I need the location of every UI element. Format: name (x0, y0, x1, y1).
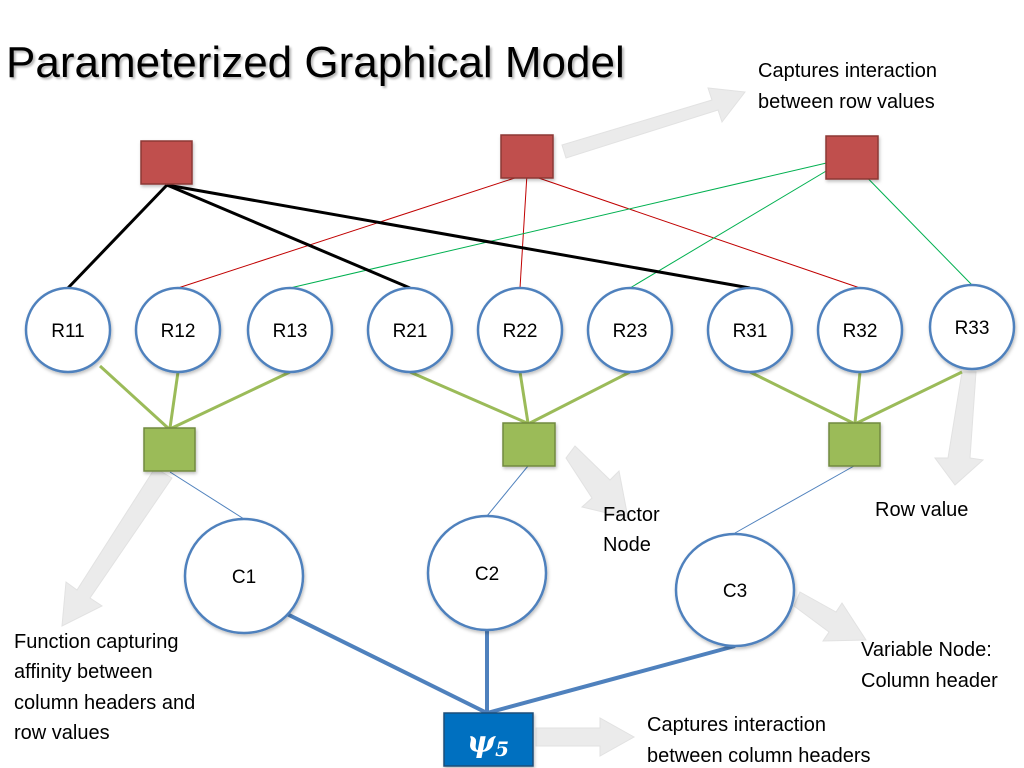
affinity-factors (143, 422, 881, 472)
column-node-label: C2 (475, 564, 499, 585)
column-node-c2: C2 (426, 514, 548, 632)
annotations: Captures interaction between row values … (14, 60, 998, 767)
row-node-label: R21 (393, 321, 428, 342)
row-node-r11: R11 (24, 286, 112, 374)
row-interaction-edges-black (66, 183, 751, 290)
page-title: Parameterized Graphical Model (6, 38, 625, 87)
column-interaction-edges (286, 612, 736, 715)
row-node-r22: R22 (476, 286, 564, 374)
row-factor-node (825, 135, 879, 180)
row-node-r32: R32 (816, 286, 904, 374)
affinity-to-column-edges (169, 465, 855, 534)
column-node-label: C3 (723, 581, 747, 602)
psi-factor-node: ψ5 (443, 712, 534, 767)
row-factor-node (500, 134, 554, 179)
row-node-label: R23 (613, 321, 648, 342)
annotation-affinity-function: Function capturing affinity between colu… (14, 631, 201, 744)
affinity-factor-node (502, 422, 556, 467)
row-node-r21: R21 (366, 286, 454, 374)
row-node-r12: R12 (134, 286, 222, 374)
arrow-row-interaction (561, 87, 746, 159)
row-node-label: R11 (51, 321, 84, 342)
row-node-label: R13 (273, 321, 308, 342)
annotation-row-value: Row value (875, 499, 968, 521)
row-node-r33: R33 (928, 283, 1016, 371)
column-header-nodes: C1 C2 C3 (183, 514, 796, 648)
row-interaction-edges-red (177, 173, 861, 289)
arrow-variable-node (793, 591, 867, 642)
annotation-row-interaction: Captures interaction between row values (758, 60, 943, 113)
psi-subscript: 5 (495, 737, 509, 761)
row-interaction-factors (140, 134, 879, 185)
row-node-r23: R23 (586, 286, 674, 374)
column-node-label: C1 (232, 567, 256, 588)
annotation-column-interaction: Captures interaction between column head… (647, 714, 870, 767)
row-node-r13: R13 (246, 286, 334, 374)
row-node-label: R32 (843, 321, 878, 342)
row-node-label: R33 (955, 318, 990, 339)
callout-arrows (61, 87, 985, 757)
row-factor-node (140, 140, 193, 185)
annotation-factor-node: Factor Node (603, 504, 665, 556)
row-node-label: R12 (161, 321, 196, 342)
row-node-label: R22 (503, 321, 538, 342)
svg-text:ψ5: ψ5 (467, 725, 509, 761)
arrow-row-value (934, 371, 985, 486)
arrow-factor-node (565, 445, 629, 519)
row-node-label: R31 (733, 321, 768, 342)
annotation-variable-node: Variable Node: Column header (861, 639, 998, 692)
arrow-affinity-function (61, 467, 173, 627)
column-node-c1: C1 (183, 517, 305, 635)
arrow-column-interaction (535, 717, 636, 757)
affinity-factor-node (828, 422, 881, 467)
psi-symbol: ψ (467, 725, 497, 760)
column-node-c3: C3 (674, 532, 796, 648)
affinity-factor-node (143, 427, 196, 472)
affinity-edges (98, 364, 963, 430)
row-node-r31: R31 (706, 286, 794, 374)
row-value-nodes: R11 R12 R13 R21 R22 R23 R31 R32 (24, 283, 1016, 374)
